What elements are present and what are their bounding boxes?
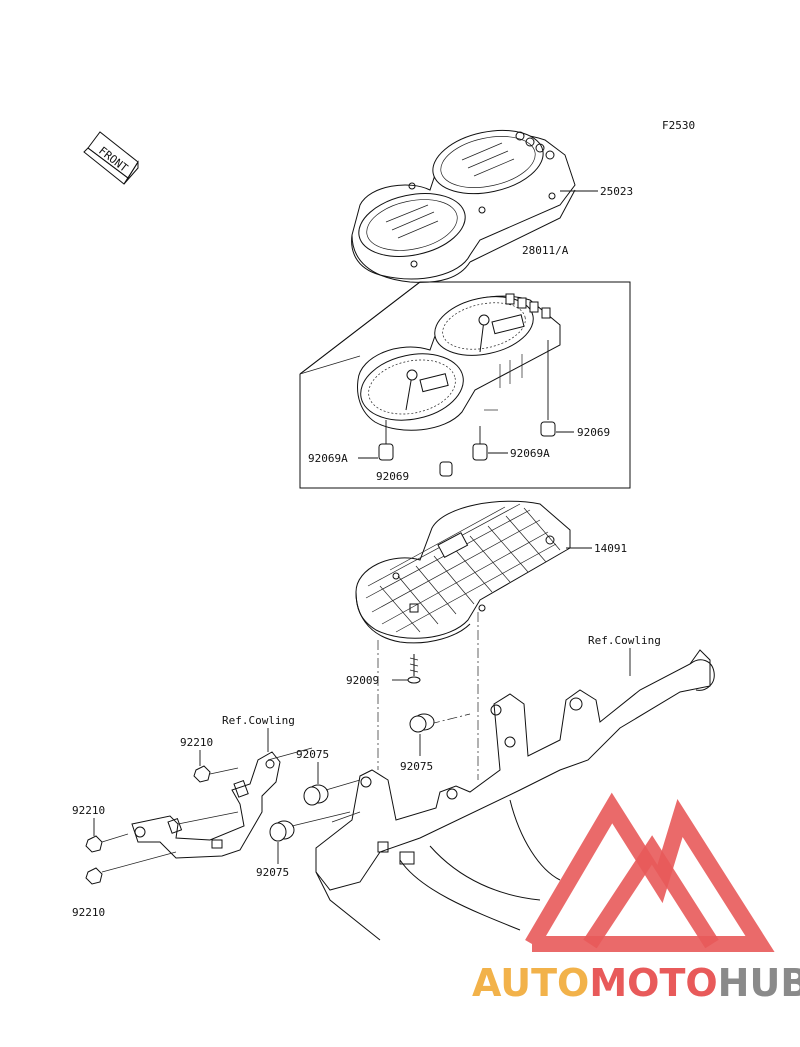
ref-cowling-right: Ref.Cowling bbox=[588, 634, 661, 647]
meter-cover-assembly bbox=[351, 129, 576, 283]
label-92075-lower: 92075 bbox=[256, 866, 289, 879]
cowling-stay bbox=[131, 751, 281, 859]
front-arrow-icon: FRONT bbox=[83, 131, 139, 185]
label-92075-upper: 92075 bbox=[296, 748, 329, 761]
grommet-92075-lower bbox=[269, 811, 351, 864]
svg-text:AUTOMOTOHUB: AUTOMOTOHUB bbox=[472, 961, 800, 1005]
bulb-socket-right bbox=[540, 340, 574, 437]
label-92210-left: 92210 bbox=[72, 804, 105, 817]
label-28011a: 28011/A bbox=[522, 244, 569, 257]
label-14091: 14091 bbox=[594, 542, 627, 555]
label-92069a-left: 92069A bbox=[308, 452, 348, 465]
watermark-logo: AUTOMOTOHUB bbox=[472, 792, 800, 1005]
meter-bracket-frame bbox=[315, 649, 715, 941]
label-92069a-mid: 92069A bbox=[510, 447, 550, 460]
grommet-92075-right bbox=[409, 713, 435, 756]
label-92069-bottom: 92069 bbox=[376, 470, 409, 483]
nut-92210-left bbox=[85, 818, 129, 853]
bulb-socket-middle bbox=[439, 409, 508, 477]
label-92210-bottom: 92210 bbox=[72, 906, 105, 919]
watermark-part-hub: HUB bbox=[718, 961, 800, 1005]
bulb-socket-left bbox=[358, 420, 394, 461]
guide-lines bbox=[377, 612, 479, 780]
meter-case bbox=[355, 500, 571, 644]
label-25023: 25023 bbox=[600, 185, 633, 198]
watermark-part-auto: AUTO bbox=[472, 961, 589, 1005]
grommet-92075-upper bbox=[303, 762, 361, 806]
nut-92210-upper bbox=[193, 750, 239, 783]
nut-92210-bottom bbox=[85, 851, 177, 885]
meter-assembly-box bbox=[299, 281, 631, 489]
ref-cowling-left: Ref.Cowling bbox=[222, 714, 295, 727]
label-92069-right: 92069 bbox=[577, 426, 610, 439]
assembly-lines bbox=[177, 355, 361, 825]
label-92009: 92009 bbox=[346, 674, 379, 687]
meter-assembly bbox=[357, 293, 561, 431]
label-92075-right: 92075 bbox=[400, 760, 433, 773]
label-92210-upper: 92210 bbox=[180, 736, 213, 749]
diagram-id: F2530 bbox=[662, 119, 695, 132]
screw-92009 bbox=[392, 654, 421, 684]
watermark-part-moto: MOTO bbox=[589, 961, 717, 1005]
